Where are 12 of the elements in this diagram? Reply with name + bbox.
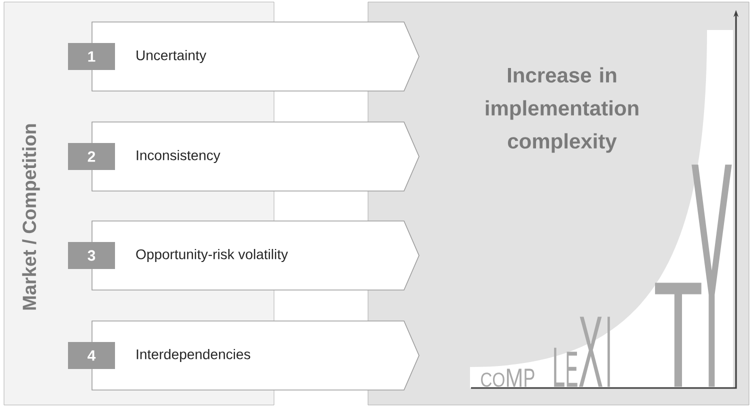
growing-letter: O (493, 372, 504, 387)
growing-letter: E (566, 352, 578, 387)
number-badge: 4 (68, 342, 115, 369)
growing-letter: M (506, 368, 522, 387)
growing-letter: X (579, 316, 602, 387)
number-badge: 3 (68, 242, 115, 269)
growing-letter: L (554, 348, 564, 387)
number-badge: 2 (68, 143, 115, 170)
growing-letter: C (481, 372, 492, 387)
growing-letter: P (524, 368, 534, 387)
growing-letter: I (608, 316, 610, 387)
number-badge: 1 (68, 43, 115, 70)
